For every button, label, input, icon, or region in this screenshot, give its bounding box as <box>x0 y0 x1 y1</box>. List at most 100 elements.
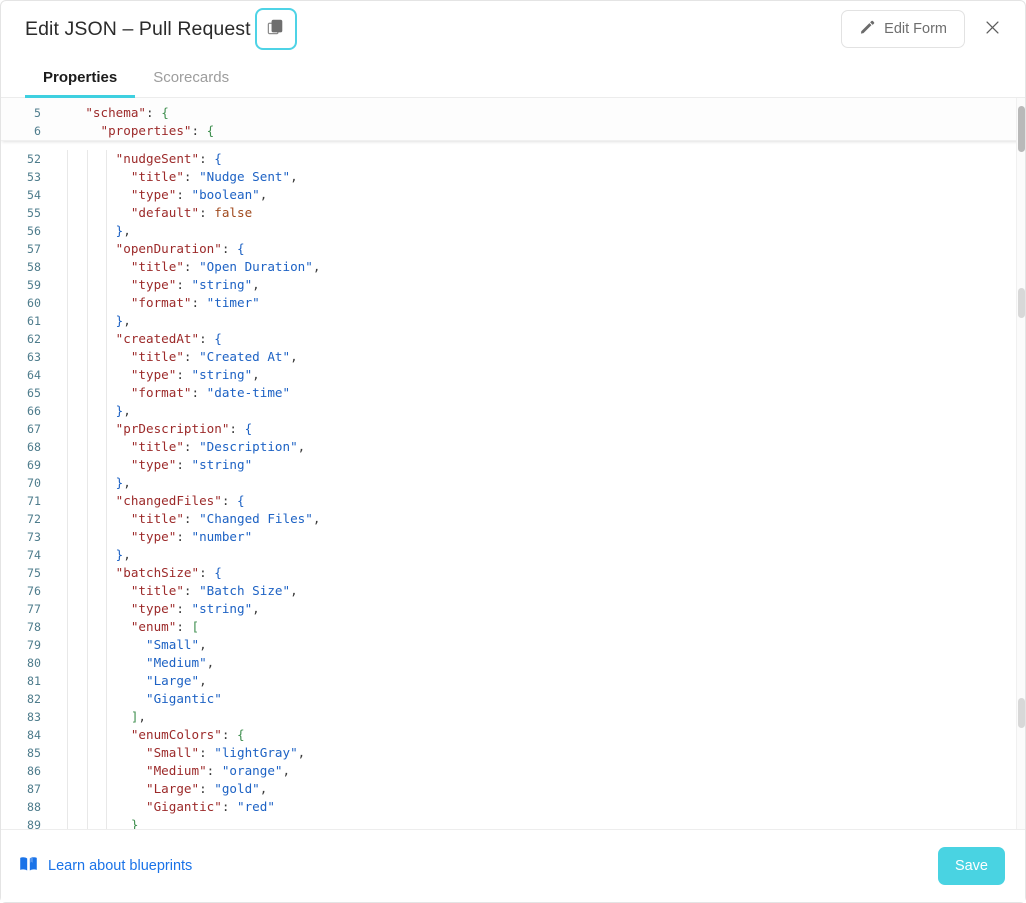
code-text: "schema": { <box>85 105 169 120</box>
code-line[interactable]: 62 "createdAt": { <box>1 330 1025 348</box>
code-text: "Medium", <box>146 655 215 670</box>
code-text: "Medium": "orange", <box>146 763 291 778</box>
save-button[interactable]: Save <box>937 847 1005 885</box>
line-number: 6 <box>34 124 41 138</box>
code-line[interactable]: 65 "format": "date-time" <box>1 384 1025 402</box>
edit-form-button[interactable]: Edit Form <box>841 10 965 48</box>
code-line[interactable]: 57 "openDuration": { <box>1 240 1025 258</box>
json-editor[interactable]: 52 "nudgeSent": {53 "title": "Nudge Sent… <box>1 98 1025 830</box>
code-line[interactable]: 61 }, <box>1 312 1025 330</box>
code-line[interactable]: 52 "nudgeSent": { <box>1 150 1025 168</box>
code-line[interactable]: 83 ], <box>1 708 1025 726</box>
sticky-context-lines: 5 "schema": {6 "properties": { <box>1 98 1025 141</box>
code-line[interactable]: 56 }, <box>1 222 1025 240</box>
code-line[interactable]: 81 "Large", <box>1 672 1025 690</box>
tab-properties[interactable]: Properties <box>25 69 136 98</box>
editor-vertical-scrollbar[interactable] <box>1016 98 1025 829</box>
code-text: "Large": "gold", <box>146 781 268 796</box>
code-line[interactable]: 82 "Gigantic" <box>1 690 1025 708</box>
code-text: "properties": { <box>100 123 215 138</box>
code-text: }, <box>115 547 131 562</box>
book-icon <box>19 856 38 876</box>
code-text: } <box>130 817 139 829</box>
code-text: "changedFiles": { <box>115 493 245 508</box>
code-text: "Gigantic" <box>146 691 222 706</box>
code-line[interactable]: 85 "Small": "lightGray", <box>1 744 1025 762</box>
line-number: 64 <box>27 368 41 382</box>
editor-scrollbar-thumb[interactable] <box>1018 106 1025 152</box>
line-number: 88 <box>27 800 41 814</box>
code-line[interactable]: 67 "prDescription": { <box>1 420 1025 438</box>
close-icon <box>984 19 1001 39</box>
pencil-icon <box>859 19 875 39</box>
line-number: 55 <box>27 206 41 220</box>
line-number: 60 <box>27 296 41 310</box>
code-line[interactable]: 63 "title": "Created At", <box>1 348 1025 366</box>
code-text: "title": "Description", <box>130 439 306 454</box>
modal-header: Edit JSON – Pull Request Edit Form <box>1 1 1025 57</box>
code-text: }, <box>115 403 131 418</box>
code-line[interactable]: 77 "type": "string", <box>1 600 1025 618</box>
code-line[interactable]: 70 }, <box>1 474 1025 492</box>
code-line[interactable]: 69 "type": "string" <box>1 456 1025 474</box>
code-line[interactable]: 76 "title": "Batch Size", <box>1 582 1025 600</box>
line-number: 54 <box>27 188 41 202</box>
code-text: "Large", <box>146 673 207 688</box>
copy-icon <box>266 18 285 40</box>
code-text: "title": "Nudge Sent", <box>130 169 298 184</box>
code-line[interactable]: 64 "type": "string", <box>1 366 1025 384</box>
line-number: 68 <box>27 440 41 454</box>
code-line[interactable]: 78 "enum": [ <box>1 618 1025 636</box>
code-text: "createdAt": { <box>115 331 222 346</box>
code-lines[interactable]: 52 "nudgeSent": {53 "title": "Nudge Sent… <box>1 98 1025 829</box>
code-line[interactable]: 88 "Gigantic": "red" <box>1 798 1025 816</box>
tab-bar: Properties Scorecards <box>1 57 1025 98</box>
code-text: ], <box>130 709 147 724</box>
code-line[interactable]: 54 "type": "boolean", <box>1 186 1025 204</box>
line-number: 89 <box>27 818 41 829</box>
code-line[interactable]: 87 "Large": "gold", <box>1 780 1025 798</box>
code-line[interactable]: 59 "type": "string", <box>1 276 1025 294</box>
line-number: 70 <box>27 476 41 490</box>
code-line[interactable]: 79 "Small", <box>1 636 1025 654</box>
code-line[interactable]: 80 "Medium", <box>1 654 1025 672</box>
code-text: "type": "string", <box>130 601 260 616</box>
code-text: "openDuration": { <box>115 241 245 256</box>
code-line[interactable]: 68 "title": "Description", <box>1 438 1025 456</box>
line-number: 57 <box>27 242 41 256</box>
code-line[interactable]: 60 "format": "timer" <box>1 294 1025 312</box>
sticky-code-line[interactable]: 5 "schema": { <box>1 104 1025 122</box>
code-text: "batchSize": { <box>115 565 222 580</box>
code-text: "type": "string" <box>130 457 253 472</box>
code-line[interactable]: 53 "title": "Nudge Sent", <box>1 168 1025 186</box>
code-line[interactable]: 74 }, <box>1 546 1025 564</box>
line-number: 80 <box>27 656 41 670</box>
learn-about-blueprints-link[interactable]: Learn about blueprints <box>19 856 192 876</box>
code-line[interactable]: 86 "Medium": "orange", <box>1 762 1025 780</box>
copy-json-button[interactable] <box>254 8 297 50</box>
tab-scorecards[interactable]: Scorecards <box>135 69 247 97</box>
code-text: }, <box>115 313 131 328</box>
line-number: 73 <box>27 530 41 544</box>
code-line[interactable]: 89 } <box>1 816 1025 829</box>
code-text: "nudgeSent": { <box>115 151 222 166</box>
code-line[interactable]: 73 "type": "number" <box>1 528 1025 546</box>
code-line[interactable]: 71 "changedFiles": { <box>1 492 1025 510</box>
close-button[interactable] <box>975 12 1009 46</box>
code-line[interactable]: 58 "title": "Open Duration", <box>1 258 1025 276</box>
line-number: 67 <box>27 422 41 436</box>
code-line[interactable]: 75 "batchSize": { <box>1 564 1025 582</box>
code-text: }, <box>115 223 131 238</box>
sticky-code-line[interactable]: 6 "properties": { <box>1 122 1025 140</box>
code-line[interactable]: 55 "default": false <box>1 204 1025 222</box>
code-line[interactable]: 66 }, <box>1 402 1025 420</box>
line-number: 53 <box>27 170 41 184</box>
line-number: 75 <box>27 566 41 580</box>
code-line[interactable]: 72 "title": "Changed Files", <box>1 510 1025 528</box>
line-number: 61 <box>27 314 41 328</box>
code-line[interactable]: 84 "enumColors": { <box>1 726 1025 744</box>
page-title: Edit JSON – Pull Request <box>25 17 251 40</box>
line-number: 79 <box>27 638 41 652</box>
line-number: 62 <box>27 332 41 346</box>
code-text: "title": "Changed Files", <box>130 511 321 526</box>
